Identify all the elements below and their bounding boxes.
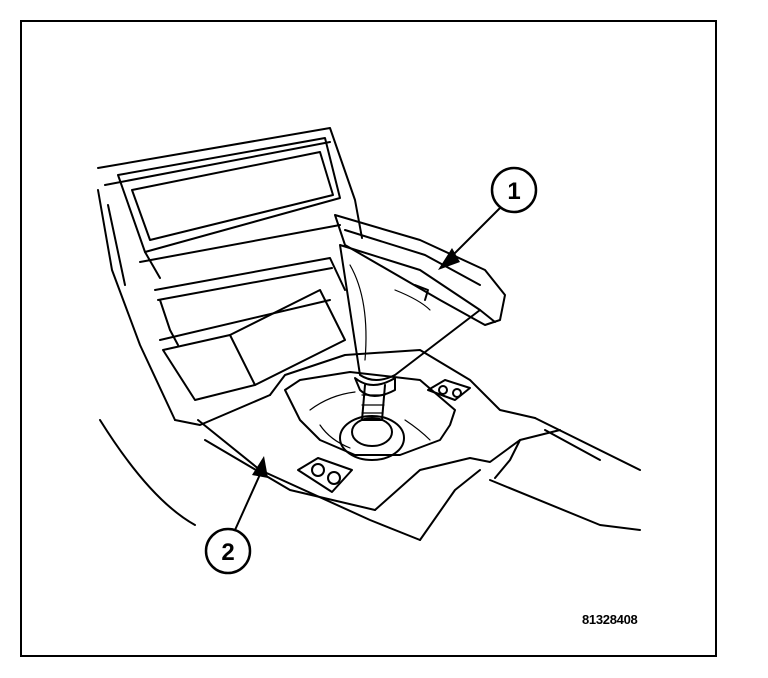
leader-1 [438, 202, 506, 270]
svg-text:1: 1 [507, 178, 520, 205]
leader-2 [234, 456, 268, 531]
center-stack-bezel [97, 127, 363, 421]
figure-frame [20, 20, 717, 657]
shifter-well [284, 371, 456, 461]
figure-code: 81328408 [582, 612, 638, 627]
console-outline [99, 349, 641, 541]
shift-lever [354, 377, 396, 421]
switch-block-left [297, 457, 353, 493]
callout-2: 2 [204, 527, 252, 575]
arrow-2-icon [252, 456, 268, 478]
switch-block-right [427, 379, 471, 401]
arrow-1-icon [438, 248, 460, 270]
svg-text:2: 2 [221, 539, 234, 566]
callout-1: 1 [490, 166, 538, 214]
shift-boot [334, 214, 506, 381]
